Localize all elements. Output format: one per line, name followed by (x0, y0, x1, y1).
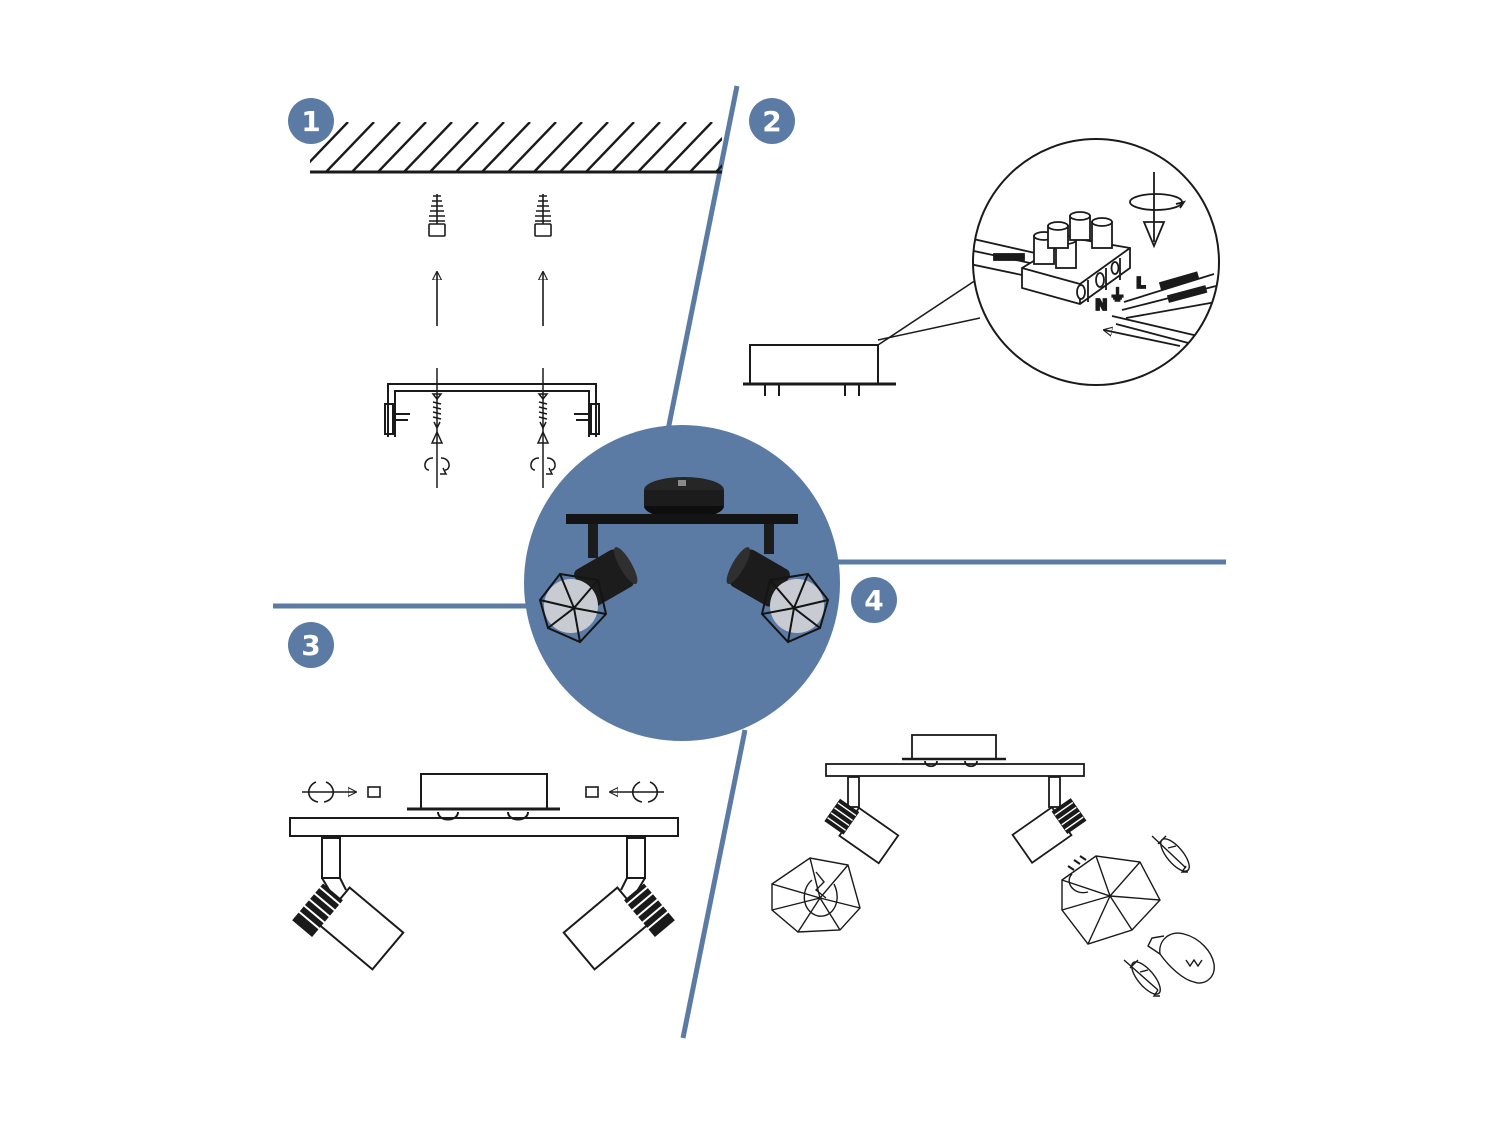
product-preview-circle (524, 425, 840, 741)
insert-arrow-icon (1104, 330, 1181, 347)
panel-dividers (273, 85, 1226, 1039)
wire-label-earth: ⏚ (1110, 286, 1125, 304)
step-1-badge: 1 (288, 98, 334, 144)
step-3-number: 3 (301, 629, 320, 662)
step-3-badge: 3 (288, 622, 334, 668)
wire-label-live: L (1136, 274, 1146, 292)
step-2-panel: 2 (743, 98, 1220, 396)
step-1-panel: 1 (288, 98, 722, 488)
step-4-panel: 4 (771, 577, 1215, 997)
wire-label-neutral: N (1095, 296, 1108, 314)
fixing-screws-icon (302, 781, 664, 803)
up-arrow-icon (437, 272, 543, 326)
magnifier-circle-icon: L N ⏚ (972, 138, 1220, 386)
ceiling-hatch-icon (310, 122, 722, 174)
step-4-badge: 4 (851, 577, 897, 623)
step-2-badge: 2 (749, 98, 795, 144)
step-2-number: 2 (762, 105, 781, 138)
bulb-and-cage-icon (771, 798, 1215, 997)
step-3-panel: 3 (288, 622, 679, 971)
screw-icon (424, 368, 556, 488)
wall-plug-icon (428, 194, 552, 237)
product-preview (524, 425, 840, 741)
two-spot-ceiling-light-icon (538, 477, 830, 644)
ceiling-mount-plate-icon (384, 383, 600, 437)
divider-top (665, 85, 740, 431)
terminal-block-wiring-icon (973, 172, 1217, 346)
divider-bottom (680, 729, 748, 1039)
spot-head-left-icon (292, 883, 405, 971)
spotlight-bar-icon (825, 734, 1085, 808)
step-1-number: 1 (301, 105, 320, 138)
spot-head-right-icon (562, 883, 675, 971)
connection-box-icon (743, 279, 981, 396)
step-4-number: 4 (864, 584, 883, 617)
